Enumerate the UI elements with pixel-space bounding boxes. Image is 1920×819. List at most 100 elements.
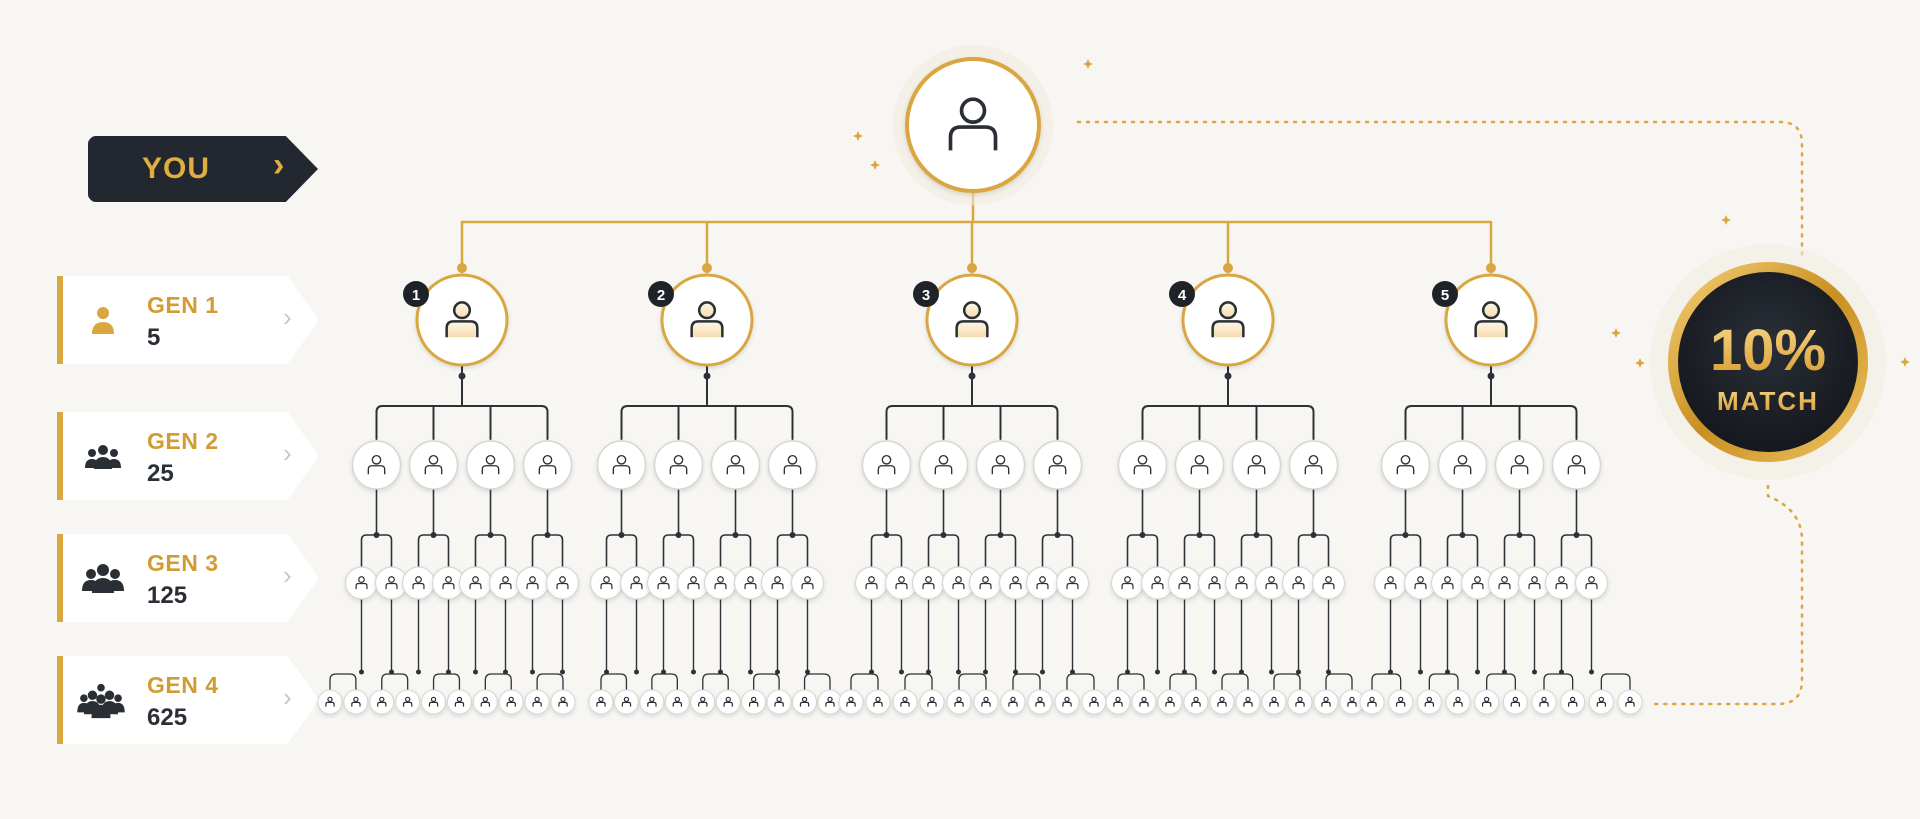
gen2-node-3-3[interactable] [975,440,1026,490]
gen2-node-1-4[interactable] [522,440,573,490]
gen4-node-2-7[interactable] [741,689,767,715]
gen3-node-4-2-1[interactable] [1167,566,1202,600]
gen4-node-3-2[interactable] [865,689,891,715]
gen4-node-5-7[interactable] [1531,689,1557,715]
gen4-node-2-6[interactable] [715,689,741,715]
gen-card-4[interactable]: GEN 4 625 › [57,656,319,744]
gen4-node-4-4[interactable] [1183,689,1209,715]
gen3-node-1-1-1[interactable] [344,566,379,600]
gen3-node-1-3-2[interactable] [488,566,523,600]
gen4-node-2-8[interactable] [766,689,792,715]
gen2-node-3-1[interactable] [861,440,912,490]
gen4-node-1-8[interactable] [498,689,524,715]
gen4-node-1-10[interactable] [550,689,576,715]
gen2-node-5-4[interactable] [1551,440,1602,490]
gen3-node-5-1-2[interactable] [1403,566,1438,600]
gen4-node-4-9[interactable] [1313,689,1339,715]
gen4-node-4-1[interactable] [1105,689,1131,715]
gen3-node-1-4-2[interactable] [545,566,580,600]
gen4-node-4-2[interactable] [1131,689,1157,715]
gen4-node-2-1[interactable] [588,689,614,715]
gen3-node-2-4-2[interactable] [790,566,825,600]
gen2-node-5-2[interactable] [1437,440,1488,490]
gen3-node-2-1-2[interactable] [619,566,654,600]
gen2-node-5-1[interactable] [1380,440,1431,490]
gen3-node-3-3-2[interactable] [998,566,1033,600]
gen1-node-5[interactable]: 5 [1432,273,1538,367]
gen3-node-1-1-2[interactable] [374,566,409,600]
gen3-node-2-1-1[interactable] [589,566,624,600]
gen3-node-2-4-1[interactable] [760,566,795,600]
gen2-node-2-1[interactable] [596,440,647,490]
gen4-node-3-3[interactable] [892,689,918,715]
gen4-node-4-5[interactable] [1209,689,1235,715]
gen4-node-1-4[interactable] [395,689,421,715]
gen4-node-2-9[interactable] [792,689,818,715]
gen2-node-1-2[interactable] [408,440,459,490]
gen4-node-3-4[interactable] [919,689,945,715]
gen4-node-3-6[interactable] [973,689,999,715]
gen3-node-5-2-2[interactable] [1460,566,1495,600]
gen4-node-1-3[interactable] [369,689,395,715]
gen4-node-5-5[interactable] [1474,689,1500,715]
gen3-node-3-1-1[interactable] [854,566,889,600]
gen4-node-2-10[interactable] [817,689,843,715]
gen4-node-5-8[interactable] [1560,689,1586,715]
gen1-node-2[interactable]: 2 [648,273,754,367]
gen1-node-4[interactable]: 4 [1169,273,1275,367]
gen2-node-1-1[interactable] [351,440,402,490]
gen3-node-3-1-2[interactable] [884,566,919,600]
gen2-node-3-4[interactable] [1032,440,1083,490]
gen4-node-4-3[interactable] [1157,689,1183,715]
gen-card-1[interactable]: GEN 1 5 › [57,276,319,364]
gen2-node-2-4[interactable] [767,440,818,490]
gen3-node-4-1-2[interactable] [1140,566,1175,600]
gen4-node-5-6[interactable] [1502,689,1528,715]
gen4-node-4-10[interactable] [1339,689,1365,715]
gen3-node-4-1-1[interactable] [1110,566,1145,600]
gen3-node-3-4-2[interactable] [1055,566,1090,600]
gen4-node-3-10[interactable] [1081,689,1107,715]
gen3-node-1-4-1[interactable] [515,566,550,600]
gen4-node-3-8[interactable] [1027,689,1053,715]
gen3-node-5-4-1[interactable] [1544,566,1579,600]
gen4-node-5-3[interactable] [1416,689,1442,715]
gen3-node-3-3-1[interactable] [968,566,1003,600]
gen-card-2[interactable]: GEN 2 25 › [57,412,319,500]
gen3-node-4-4-1[interactable] [1281,566,1316,600]
gen1-node-3[interactable]: 3 [913,273,1019,367]
gen4-node-2-2[interactable] [613,689,639,715]
gen2-node-5-3[interactable] [1494,440,1545,490]
gen4-node-1-2[interactable] [343,689,369,715]
gen3-node-2-3-1[interactable] [703,566,738,600]
gen4-node-3-5[interactable] [946,689,972,715]
gen4-node-3-7[interactable] [1000,689,1026,715]
gen2-node-1-3[interactable] [465,440,516,490]
gen3-node-3-4-1[interactable] [1025,566,1060,600]
gen4-node-1-9[interactable] [524,689,550,715]
gen2-node-3-2[interactable] [918,440,969,490]
gen3-node-5-2-1[interactable] [1430,566,1465,600]
gen-card-3[interactable]: GEN 3 125 › [57,534,319,622]
gen4-node-5-10[interactable] [1617,689,1643,715]
gen3-node-5-4-2[interactable] [1574,566,1609,600]
gen2-node-2-2[interactable] [653,440,704,490]
gen4-node-2-3[interactable] [639,689,665,715]
gen4-node-2-4[interactable] [664,689,690,715]
gen4-node-4-8[interactable] [1287,689,1313,715]
gen4-node-1-1[interactable] [317,689,343,715]
gen4-node-5-1[interactable] [1359,689,1385,715]
gen4-node-4-6[interactable] [1235,689,1261,715]
gen2-node-4-1[interactable] [1117,440,1168,490]
gen4-node-1-5[interactable] [421,689,447,715]
root-node[interactable] [893,45,1053,205]
gen2-node-2-3[interactable] [710,440,761,490]
gen4-node-5-2[interactable] [1388,689,1414,715]
gen3-node-4-2-2[interactable] [1197,566,1232,600]
gen4-node-3-1[interactable] [838,689,864,715]
gen3-node-4-3-2[interactable] [1254,566,1289,600]
gen4-node-1-7[interactable] [472,689,498,715]
gen3-node-3-2-1[interactable] [911,566,946,600]
you-badge[interactable]: YOU › [88,136,318,202]
gen3-node-2-2-2[interactable] [676,566,711,600]
